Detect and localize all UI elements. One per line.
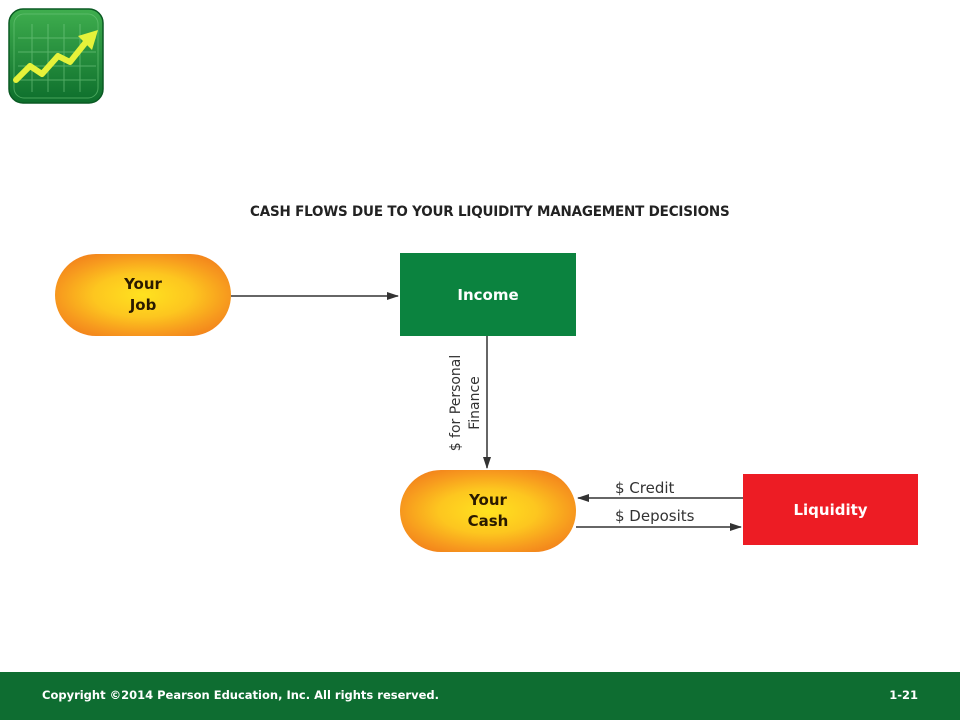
footer-bar: Copyright ©2014 Pearson Education, Inc. … xyxy=(0,672,960,720)
node-liquidity-label: Liquidity xyxy=(793,500,868,519)
edge-label-personal-finance: $ for Personal Finance xyxy=(448,354,483,452)
edge-label-deposits: $ Deposits xyxy=(615,507,695,525)
node-your-cash-label: Your Cash xyxy=(467,491,509,530)
edge-label-credit: $ Credit xyxy=(615,479,675,497)
copyright-text: Copyright ©2014 Pearson Education, Inc. … xyxy=(42,688,439,702)
growth-chart-icon xyxy=(8,8,104,104)
node-your-job: Your Job xyxy=(55,254,231,336)
node-your-cash: Your Cash xyxy=(400,470,576,552)
node-income-label: Income xyxy=(457,285,519,304)
node-your-job-label: Your Job xyxy=(124,275,162,314)
edge-label-personal-finance-wrap: $ for Personal Finance xyxy=(444,349,488,457)
node-income: Income xyxy=(400,253,576,336)
slide-number: 1-21 xyxy=(889,688,918,702)
node-liquidity: Liquidity xyxy=(743,474,918,545)
diagram-title: CASH FLOWS DUE TO YOUR LIQUIDITY MANAGEM… xyxy=(250,204,730,220)
